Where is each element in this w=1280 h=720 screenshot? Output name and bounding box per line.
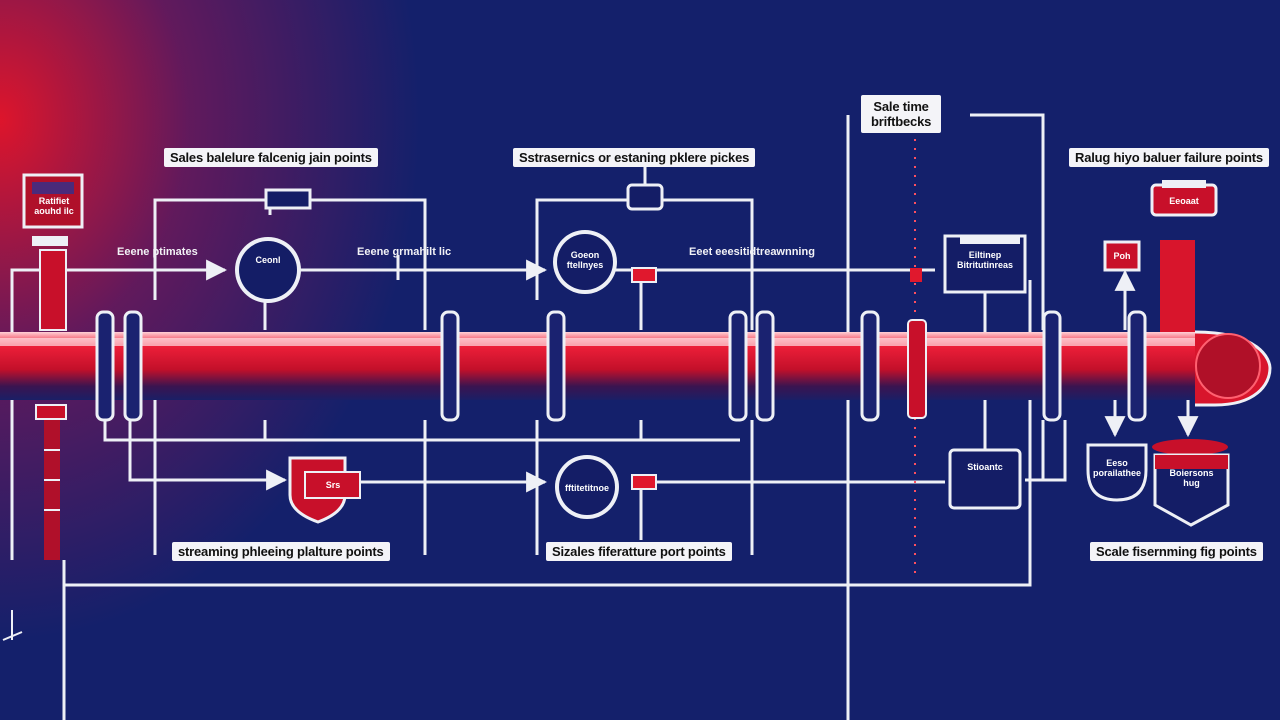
gauge-2-text: Goeon ftellnyes xyxy=(560,250,610,270)
gauge-1-text: Ceonl xyxy=(255,255,281,265)
red-tag-box xyxy=(1103,240,1141,272)
label-left-branch: Eeene ptimates xyxy=(117,246,198,258)
label-top-right: Ralug hiyo baluer failure points xyxy=(1069,148,1269,167)
bowl-icon xyxy=(1086,443,1148,502)
gauge-3-text: fftitetitnoe xyxy=(565,483,609,493)
shield-icon xyxy=(288,456,361,524)
right-box-text-1: Eiltinep xyxy=(968,250,1002,260)
left-device-text-2: aouhd ilc xyxy=(34,206,74,216)
bottom-box-text: Stioantc xyxy=(967,462,1003,472)
label-time-line-1: Sale time xyxy=(873,99,929,114)
tank-top-text: Eeoaat xyxy=(1169,196,1199,206)
pipe-flanges xyxy=(95,310,1147,422)
pipe-flange xyxy=(546,310,566,422)
label-bottom-right: Scale fisernming fig points xyxy=(1090,542,1263,561)
red-valve xyxy=(907,319,927,419)
corner-mark xyxy=(2,610,23,641)
bottom-monitor-box xyxy=(948,448,1022,510)
pipe-flange xyxy=(1127,310,1147,422)
left-device-text: Ratifiet aouhd ilc xyxy=(27,196,81,216)
tank-bottom-text-2: hug xyxy=(1183,478,1200,488)
bowl-text-1: Eeso xyxy=(1106,458,1128,468)
main-pipe xyxy=(0,240,1272,407)
label-top-center: Sstrasernics or estaning pklere pickes xyxy=(513,148,756,167)
bowl-text-2: porailathee xyxy=(1092,468,1141,478)
pipe-flange xyxy=(95,310,115,422)
label-center-branch: Eeene grmahilt lic xyxy=(357,246,452,258)
tank-bottom-text: Boiersons hug xyxy=(1155,468,1228,488)
label-time-line-2: briftbecks xyxy=(871,114,932,129)
pipe-flange xyxy=(728,310,748,422)
left-gauge xyxy=(235,237,301,303)
right-box-text: Eiltinep Bitritutinreas xyxy=(945,250,1025,270)
pipe-flange xyxy=(1042,310,1062,422)
red-indicator-1 xyxy=(631,267,657,283)
pipe-flange xyxy=(755,310,775,422)
gauge-2-text-2: ftellnyes xyxy=(566,260,604,270)
red-indicator-2 xyxy=(631,474,657,490)
red-marker xyxy=(910,268,922,282)
pipe-flange xyxy=(123,310,143,422)
red-tag-text: Poh xyxy=(1113,251,1131,261)
label-bottom-left: streaming phleeing plalture points xyxy=(172,542,390,561)
shield-text: Srs xyxy=(325,480,341,490)
right-monitor-box xyxy=(943,234,1027,294)
pipe-flange xyxy=(860,310,880,422)
bottom-tank xyxy=(1152,439,1230,527)
connector-lines xyxy=(10,113,1199,720)
top-center-box xyxy=(626,183,664,211)
label-time-box: Sale time briftbecks xyxy=(861,95,942,133)
label-top-left: Sales balelure falcenig jain points xyxy=(164,148,378,167)
label-bottom-center: Sizales fiferatture port points xyxy=(546,542,732,561)
label-right-branch: Eeet eeesitidtreawnning xyxy=(689,246,815,258)
left-control-device xyxy=(22,173,84,560)
lower-gauge xyxy=(555,455,619,519)
top-tank xyxy=(1150,180,1218,217)
top-sensor-box xyxy=(264,188,312,210)
pipe-flange xyxy=(440,310,460,422)
gauge-2-text-1: Goeon xyxy=(570,250,600,260)
left-device-text-1: Ratifiet xyxy=(38,196,70,206)
center-gauge xyxy=(553,230,617,294)
bowl-text: Eeso porailathee xyxy=(1086,458,1148,478)
right-box-text-2: Bitritutinreas xyxy=(956,260,1013,270)
tank-bottom-text-1: Boiersons xyxy=(1169,468,1214,478)
